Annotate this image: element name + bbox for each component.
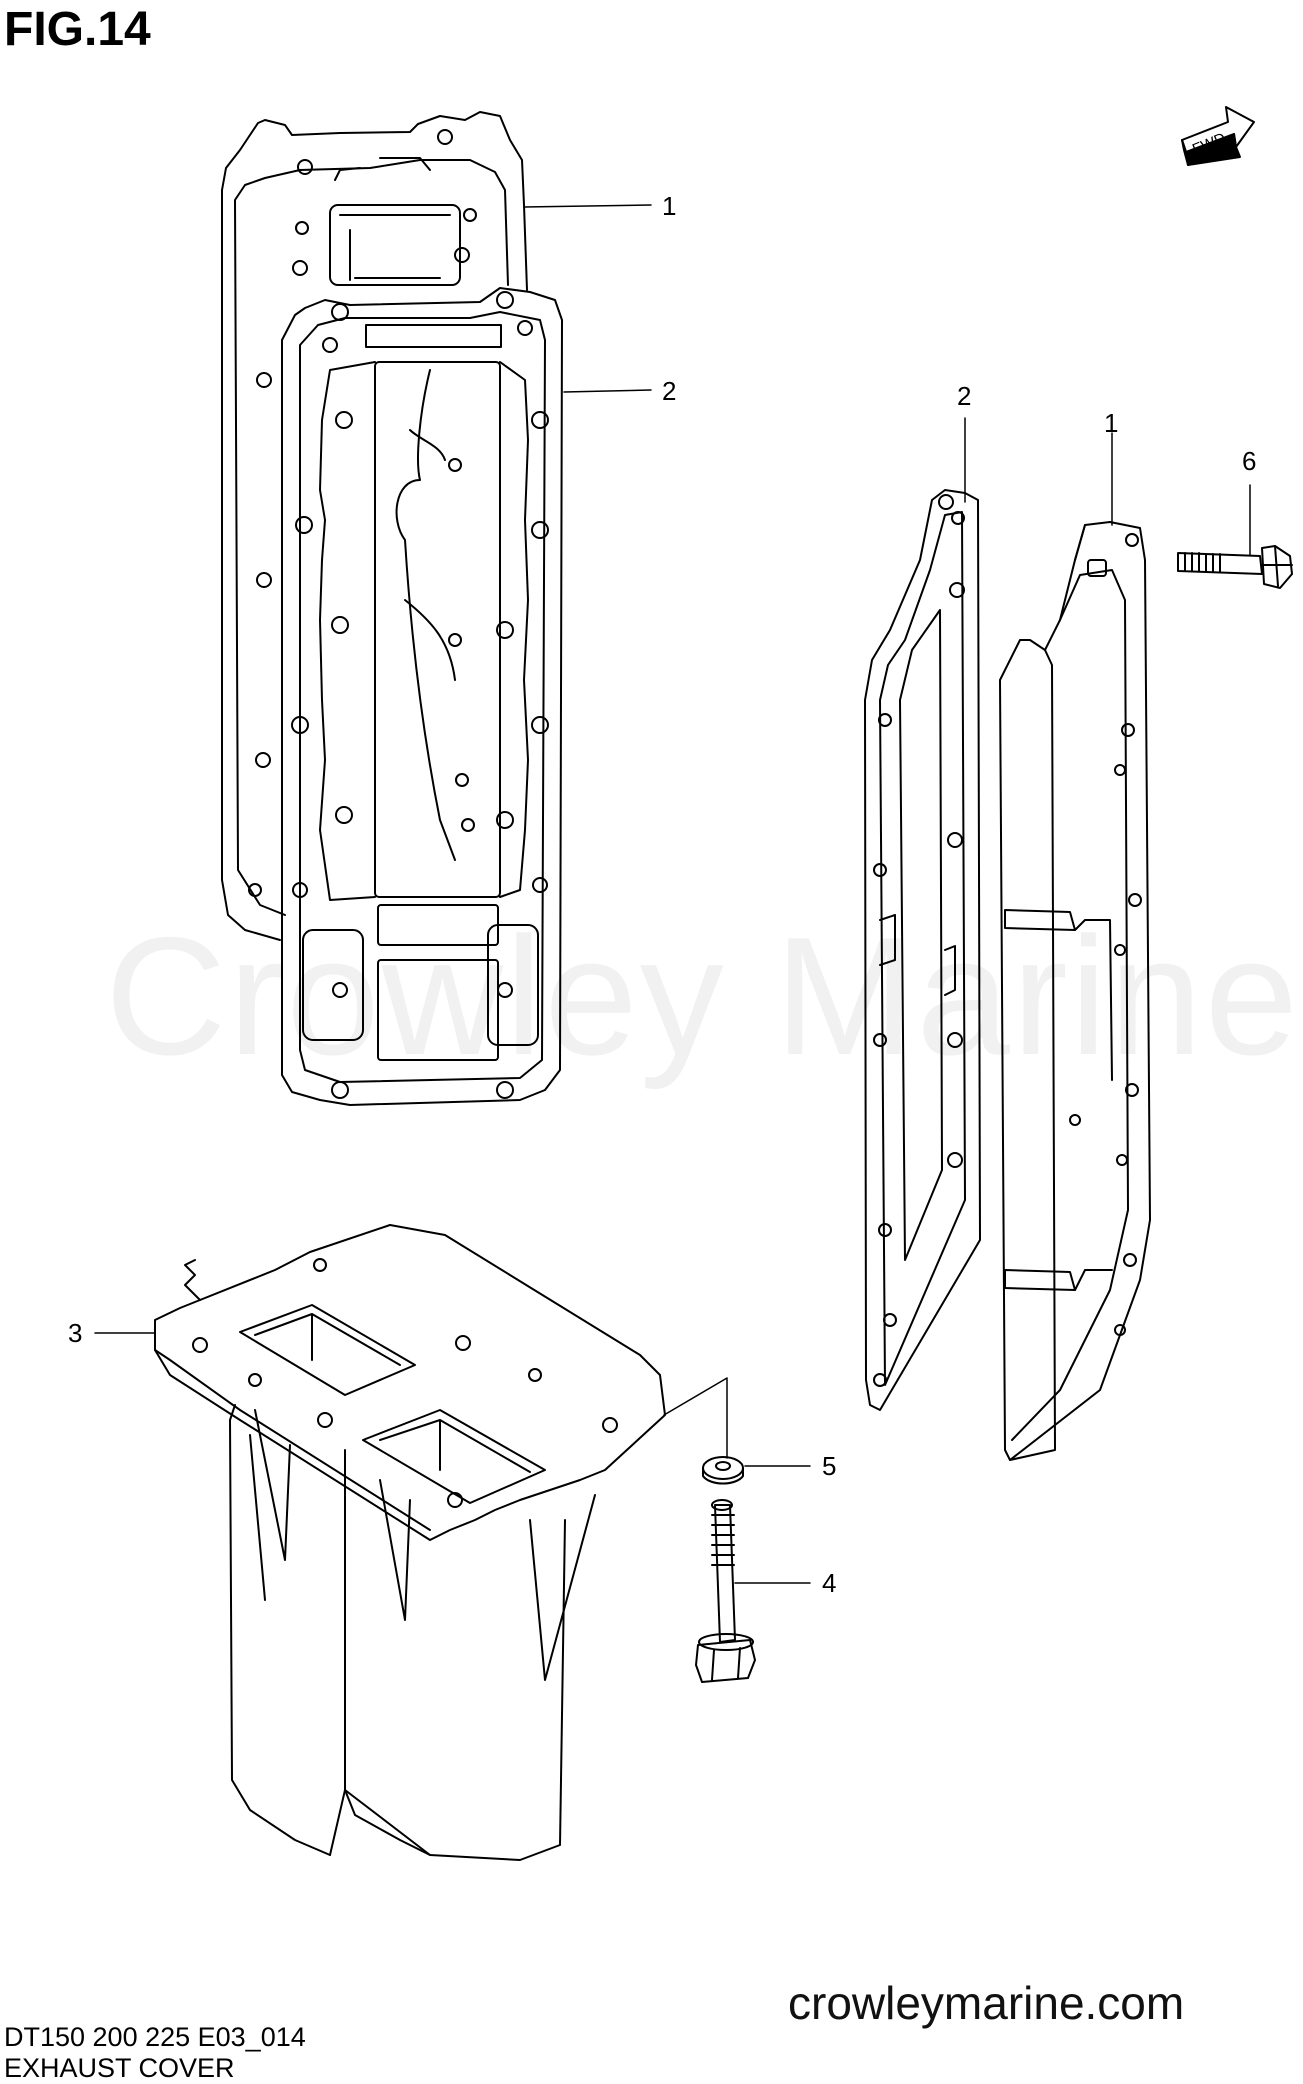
model-code-label: DT150 200 225 E03_014 xyxy=(4,2022,306,2052)
website-label: crowleymarine.com xyxy=(788,1977,1185,2029)
part-group-label: EXHAUST COVER xyxy=(4,2053,235,2083)
gasket-right-part xyxy=(864,489,981,1411)
callout-1-left: 1 xyxy=(662,191,677,221)
callout-4: 4 xyxy=(822,1568,837,1598)
callout-6: 6 xyxy=(1242,446,1257,476)
exhaust-cover-right-part xyxy=(999,521,1151,1461)
bolt-6-part xyxy=(1177,545,1293,589)
exhaust-cover-left-part xyxy=(221,111,528,941)
callout-leader-lines xyxy=(94,204,1251,1584)
exhaust-guide-part xyxy=(154,1224,666,1861)
washer-5-part xyxy=(702,1456,744,1485)
fwd-arrow-icon: FWD xyxy=(1181,106,1255,166)
callout-1-right: 1 xyxy=(1104,408,1119,438)
callout-5: 5 xyxy=(822,1451,837,1481)
callout-3: 3 xyxy=(68,1318,83,1348)
gasket-left-part xyxy=(281,287,563,1106)
callout-2-right: 2 xyxy=(957,381,972,411)
bolt-4-part xyxy=(695,1499,756,1683)
figure-title: FIG.14 xyxy=(4,3,151,56)
callout-2-left: 2 xyxy=(662,376,677,406)
